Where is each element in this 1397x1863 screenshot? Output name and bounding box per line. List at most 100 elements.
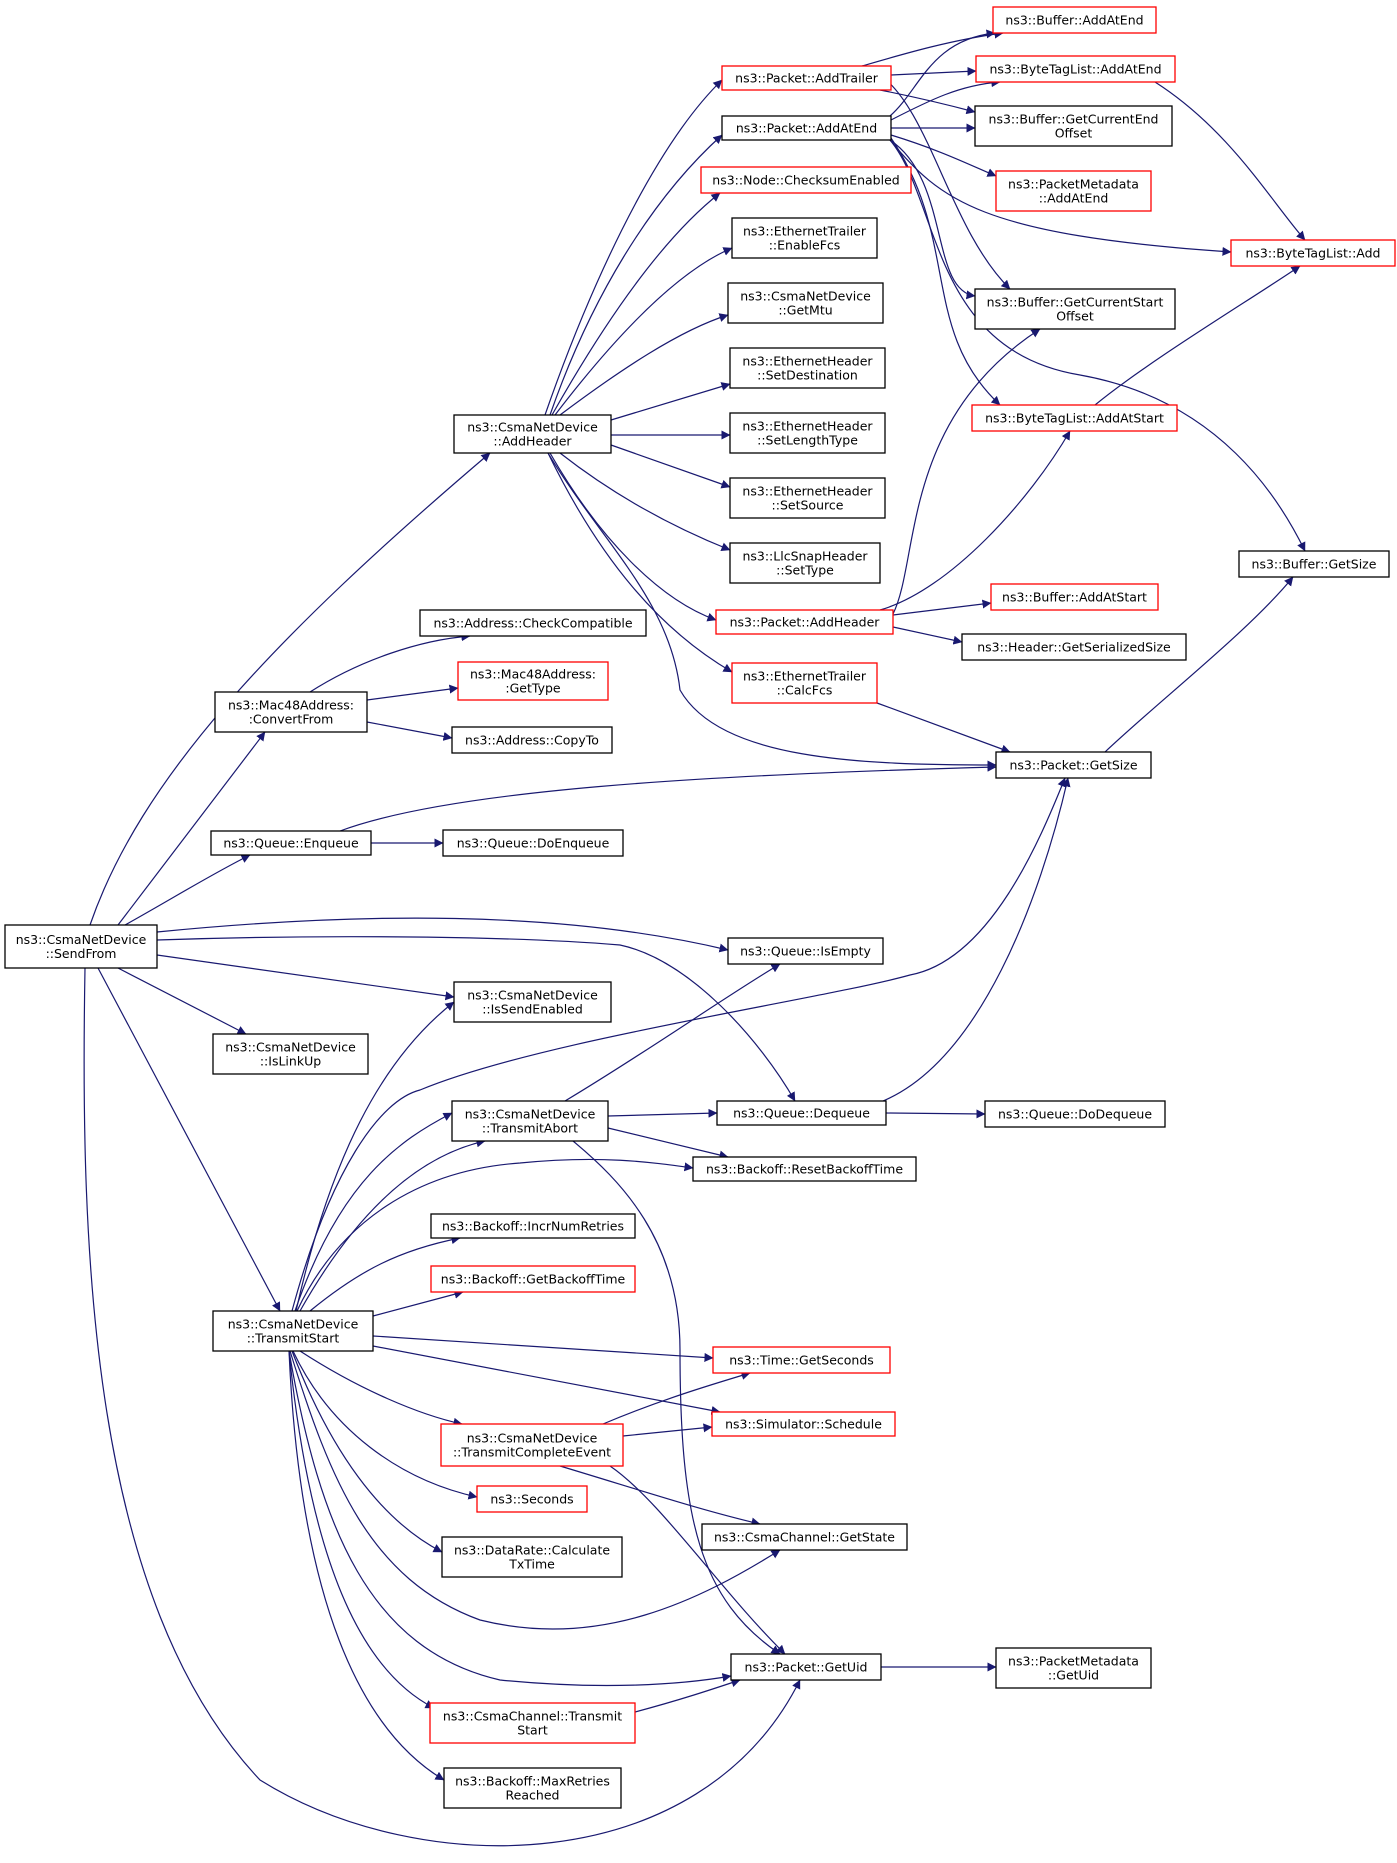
edge-sendfrom-to-convertfrom bbox=[117, 731, 266, 926]
node-label-line: ::SetDestination bbox=[757, 368, 858, 383]
node-islinkup[interactable]: ns3::CsmaNetDevice::IsLinkUp bbox=[212, 1033, 369, 1075]
node-label-line: ns3::Backoff::IncrNumRetries bbox=[442, 1219, 624, 1234]
nodes-layer: ns3::CsmaNetDevice::SendFromns3::CsmaNet… bbox=[4, 6, 1396, 1809]
node-label-line: ns3::ByteTagList::Add bbox=[1245, 246, 1380, 261]
node-label-line: Offset bbox=[1056, 309, 1094, 324]
node-label-line: ns3::Address::CheckCompatible bbox=[433, 616, 632, 631]
node-label-line: ns3::CsmaNetDevice bbox=[740, 289, 871, 304]
node-transmitabort[interactable]: ns3::CsmaNetDevice::TransmitAbort bbox=[451, 1100, 609, 1142]
node-box bbox=[731, 662, 878, 704]
node-transmitstart[interactable]: ns3::CsmaNetDevice::TransmitStart bbox=[212, 1310, 374, 1352]
node-mac48-gettype[interactable]: ns3::Mac48Address::GetType bbox=[457, 661, 609, 701]
node-packet-getsize[interactable]: ns3::Packet::GetSize bbox=[995, 751, 1152, 779]
node-channel-transmitstart[interactable]: ns3::CsmaChannel::TransmitStart bbox=[429, 1702, 636, 1744]
node-calcfcs[interactable]: ns3::EthernetTrailer::CalcFcs bbox=[731, 662, 878, 704]
node-header-getserializedsize[interactable]: ns3::Header::GetSerializedSize bbox=[961, 633, 1187, 661]
node-metadata-getuid[interactable]: ns3::PacketMetadata::GetUid bbox=[995, 1647, 1152, 1689]
node-checkcompatible[interactable]: ns3::Address::CheckCompatible bbox=[419, 609, 647, 637]
edge-transmitabort-to-dequeue bbox=[607, 1108, 718, 1118]
edge-transmitcompleteevent-to-getstate bbox=[559, 1465, 761, 1527]
edge-transmitstart-to-getstate bbox=[289, 1350, 781, 1630]
node-label-line: ns3::CsmaNetDevice bbox=[467, 1431, 598, 1446]
node-issendenabled[interactable]: ns3::CsmaNetDevice::IsSendEnabled bbox=[453, 981, 612, 1023]
node-label-line: ns3::ByteTagList::AddAtStart bbox=[985, 411, 1164, 426]
node-label-line: ns3::Backoff::MaxRetries bbox=[455, 1774, 610, 1789]
node-box bbox=[961, 633, 1187, 661]
node-packet-addatend[interactable]: ns3::Packet::AddAtEnd bbox=[721, 115, 892, 141]
node-dequeue[interactable]: ns3::Queue::Dequeue bbox=[716, 1100, 887, 1126]
node-box bbox=[727, 282, 884, 324]
node-box bbox=[442, 829, 624, 857]
edge-addheader-to-getmtu bbox=[559, 313, 729, 416]
node-buffer-addatstart[interactable]: ns3::Buffer::AddAtStart bbox=[990, 583, 1159, 611]
node-seconds[interactable]: ns3::Seconds bbox=[476, 1485, 588, 1513]
node-btl-add[interactable]: ns3::ByteTagList::Add bbox=[1230, 239, 1396, 267]
node-sendfrom[interactable]: ns3::CsmaNetDevice::SendFrom bbox=[4, 924, 158, 969]
node-time-getseconds[interactable]: ns3::Time::GetSeconds bbox=[712, 1346, 891, 1374]
node-setsource[interactable]: ns3::EthernetHeader::SetSource bbox=[729, 477, 886, 519]
node-convertfrom[interactable]: ns3::Mac48Address::ConvertFrom bbox=[214, 691, 368, 733]
edge-calcfcs-to-packet-getsize bbox=[876, 702, 1011, 754]
node-resetbackoff[interactable]: ns3::Backoff::ResetBackoffTime bbox=[692, 1156, 917, 1182]
node-checksumenabled[interactable]: ns3::Node::ChecksumEnabled bbox=[700, 166, 912, 194]
node-settype[interactable]: ns3::LlcSnapHeader::SetType bbox=[729, 542, 881, 584]
node-incrnumretries[interactable]: ns3::Backoff::IncrNumRetries bbox=[430, 1213, 636, 1239]
node-setlengthtype[interactable]: ns3::EthernetHeader::SetLengthType bbox=[729, 412, 886, 454]
node-buffer-getsize[interactable]: ns3::Buffer::GetSize bbox=[1238, 550, 1390, 578]
node-transmitcompleteevent[interactable]: ns3::CsmaNetDevice::TransmitCompleteEven… bbox=[440, 1423, 624, 1467]
node-getbackofftime[interactable]: ns3::Backoff::GetBackoffTime bbox=[430, 1265, 636, 1293]
node-label-line: ns3::Queue::Dequeue bbox=[733, 1106, 870, 1121]
node-copyto[interactable]: ns3::Address::CopyTo bbox=[451, 726, 613, 754]
edge-addheader-to-addatend bbox=[549, 134, 723, 416]
node-box bbox=[731, 217, 878, 259]
node-btl-addatend[interactable]: ns3::ByteTagList::AddAtEnd bbox=[975, 55, 1176, 83]
node-label-line: ns3::ByteTagList::AddAtEnd bbox=[990, 62, 1162, 77]
edge-transmitstart-to-getuid bbox=[288, 1350, 732, 1687]
node-getstate[interactable]: ns3::CsmaChannel::GetState bbox=[701, 1523, 908, 1551]
edge-transmitstart-to-transmitcompleteevent bbox=[299, 1350, 463, 1427]
node-packet-addheader[interactable]: ns3::Packet::AddHeader bbox=[715, 609, 894, 635]
edge-packet-getsize-to-buffer-getsize bbox=[1104, 576, 1294, 753]
node-setdestination[interactable]: ns3::EthernetHeader::SetDestination bbox=[729, 347, 886, 389]
node-label-line: ns3::EthernetTrailer bbox=[743, 669, 867, 684]
edge-addtrailer-to-buffer-getcurrentstart bbox=[879, 74, 1011, 290]
edge-addheader-to-setdestination bbox=[610, 382, 731, 421]
node-box bbox=[1238, 550, 1390, 578]
node-box bbox=[692, 1156, 917, 1182]
node-label-line: ::EnableFcs bbox=[769, 238, 841, 253]
node-label-line: ns3::Backoff::ResetBackoffTime bbox=[706, 1162, 903, 1177]
node-label-line: ::SendFrom bbox=[46, 946, 117, 961]
node-packet-addtrailer[interactable]: ns3::Packet::AddTrailer bbox=[721, 65, 892, 91]
node-dodequeue[interactable]: ns3::Queue::DoDequeue bbox=[984, 1100, 1166, 1128]
edge-addatend-to-buffer-getcurrentstart bbox=[889, 139, 976, 300]
node-label-line: Reached bbox=[506, 1788, 560, 1803]
edge-sendfrom-to-dequeue bbox=[156, 936, 796, 1102]
edge-enqueue-to-packet-getsize bbox=[339, 762, 997, 832]
edge-addheader-to-addtrailer bbox=[544, 79, 723, 416]
node-getmtu[interactable]: ns3::CsmaNetDevice::GetMtu bbox=[727, 282, 884, 324]
edge-transmitstart-to-getbackofftime bbox=[372, 1289, 464, 1317]
node-enqueue[interactable]: ns3::Queue::Enqueue bbox=[210, 830, 372, 856]
node-simulator-schedule[interactable]: ns3::Simulator::Schedule bbox=[711, 1411, 896, 1437]
node-doenqueue[interactable]: ns3::Queue::DoEnqueue bbox=[442, 829, 624, 857]
node-addheader-dev[interactable]: ns3::CsmaNetDevice::AddHeader bbox=[453, 414, 612, 454]
node-label-line: ns3::Queue::DoEnqueue bbox=[457, 836, 610, 851]
node-label-line: ns3::Buffer::AddAtEnd bbox=[1005, 13, 1143, 28]
edge-sendfrom-to-enqueue bbox=[124, 854, 251, 926]
node-getuid[interactable]: ns3::Packet::GetUid bbox=[730, 1653, 882, 1681]
node-enablefcs[interactable]: ns3::EthernetTrailer::EnableFcs bbox=[731, 217, 878, 259]
node-box bbox=[4, 924, 158, 969]
node-label-line: ns3::CsmaNetDevice bbox=[228, 1317, 359, 1332]
node-metadata-addatend[interactable]: ns3::PacketMetadata::AddAtEnd bbox=[995, 170, 1152, 212]
edges-layer bbox=[83, 29, 1306, 1847]
node-buffer-addatend[interactable]: ns3::Buffer::AddAtEnd bbox=[992, 6, 1157, 34]
node-label-line: ns3::Backoff::GetBackoffTime bbox=[441, 1272, 626, 1287]
node-isempty[interactable]: ns3::Queue::IsEmpty bbox=[727, 937, 884, 965]
node-box bbox=[721, 65, 892, 91]
node-btl-addatstart[interactable]: ns3::ByteTagList::AddAtStart bbox=[971, 404, 1178, 432]
node-box bbox=[212, 1033, 369, 1075]
